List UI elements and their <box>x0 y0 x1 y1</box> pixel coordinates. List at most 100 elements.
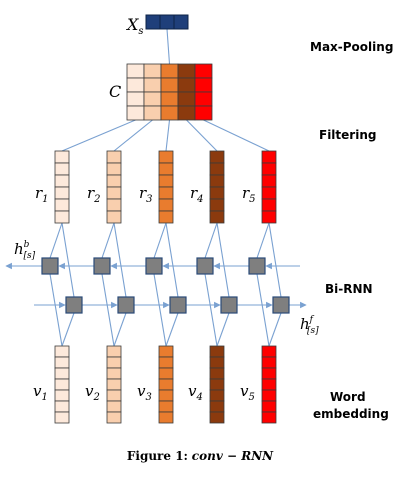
backward-to-v-line <box>256 273 270 347</box>
v-cell <box>209 411 225 424</box>
c-cell <box>160 105 179 121</box>
v-cell <box>261 378 277 391</box>
v-cell <box>209 378 225 391</box>
v-label-4: v4 <box>188 382 203 403</box>
forward-rnn-node <box>272 296 290 314</box>
xs-cell <box>145 14 161 30</box>
caption-formula: conv − RNN <box>191 449 274 463</box>
r-cell <box>54 210 70 224</box>
c-label: C <box>109 82 121 101</box>
r-cell <box>158 210 174 224</box>
v-label-2: v2 <box>85 382 100 403</box>
r-cell <box>209 198 225 212</box>
backward-to-v-line <box>101 273 115 347</box>
max-pooling-label: Max-Pooling <box>310 40 393 54</box>
v-label-5: v5 <box>240 382 255 403</box>
r-cell <box>54 150 70 164</box>
r-cell <box>54 174 70 188</box>
v-cell <box>158 367 174 380</box>
hb-label: hb[s] <box>14 240 36 261</box>
v-cell <box>261 356 277 369</box>
r-cell <box>261 162 277 176</box>
r-label-4: r4 <box>190 184 204 205</box>
r-cell <box>106 210 122 224</box>
r-cell <box>261 210 277 224</box>
c-to-xs-line <box>166 28 171 65</box>
v-cell <box>158 400 174 413</box>
hf-label: hf[s] <box>300 315 319 336</box>
v-cell <box>106 378 122 391</box>
v-cell <box>106 367 122 380</box>
backward-rnn-node <box>41 257 59 275</box>
v-cell <box>209 356 225 369</box>
r-label-1: r1 <box>35 184 49 205</box>
c-to-r-line <box>186 119 218 152</box>
v-cell <box>209 400 225 413</box>
v-cell <box>54 378 70 391</box>
backward-rnn-node <box>196 257 214 275</box>
backward-to-v-line <box>49 273 63 347</box>
r-cell <box>106 162 122 176</box>
c-cell <box>126 91 145 107</box>
c-to-r-line <box>113 119 153 152</box>
c-to-r-line <box>61 119 136 152</box>
v-cell <box>261 367 277 380</box>
xs-vector <box>145 14 189 30</box>
bi-rnn-nodes <box>41 257 290 314</box>
r-cell <box>209 174 225 188</box>
forward-rnn-node <box>117 296 135 314</box>
forward-to-v-line <box>61 312 75 347</box>
r-to-backward-line <box>256 222 270 259</box>
r-cell <box>261 186 277 200</box>
v-cell <box>106 356 122 369</box>
figure-caption: Figure 1: conv − RNN <box>0 449 400 463</box>
r-cell <box>158 162 174 176</box>
v-cell <box>54 389 70 402</box>
r-cell <box>54 162 70 176</box>
r-cell <box>209 150 225 164</box>
forward-rnn-node <box>220 296 238 314</box>
backward-to-v-line <box>153 273 167 347</box>
r-cell <box>158 150 174 164</box>
v-cell <box>158 345 174 358</box>
backward-rnn-node <box>145 257 163 275</box>
c-cell <box>194 77 213 93</box>
r-cell <box>54 198 70 212</box>
v-cell <box>106 345 122 358</box>
c-cell <box>143 91 162 107</box>
c-cell <box>177 91 196 107</box>
v-cell <box>158 356 174 369</box>
backward-to-v-line <box>204 273 218 347</box>
r-cell <box>106 198 122 212</box>
filtering-label: Filtering <box>319 128 376 142</box>
xs-cell <box>159 14 175 30</box>
r-cell <box>261 198 277 212</box>
v-label-1: v1 <box>33 382 48 403</box>
r-cell <box>106 186 122 200</box>
c-cell <box>126 63 145 79</box>
r-cell <box>261 150 277 164</box>
backward-rnn-node <box>248 257 266 275</box>
c-to-r-line <box>165 119 171 152</box>
r-cell <box>54 186 70 200</box>
xs-cell <box>173 14 189 30</box>
v-cell <box>54 411 70 424</box>
v-cell <box>261 400 277 413</box>
r-label-5: r5 <box>242 184 256 205</box>
v-cell <box>261 389 277 402</box>
v-cell <box>106 411 122 424</box>
c-cell <box>177 77 196 93</box>
r-to-forward-line <box>61 222 75 298</box>
c-to-r-line <box>203 119 270 152</box>
r-cell <box>158 174 174 188</box>
forward-to-v-line <box>165 312 179 347</box>
word-embedding-label-line1: Word <box>330 390 366 404</box>
r-label-3: r3 <box>139 184 153 205</box>
r-cell <box>106 150 122 164</box>
r-to-forward-line <box>268 222 282 298</box>
connector-lines <box>5 28 307 347</box>
xs-label: Xs <box>125 15 144 37</box>
